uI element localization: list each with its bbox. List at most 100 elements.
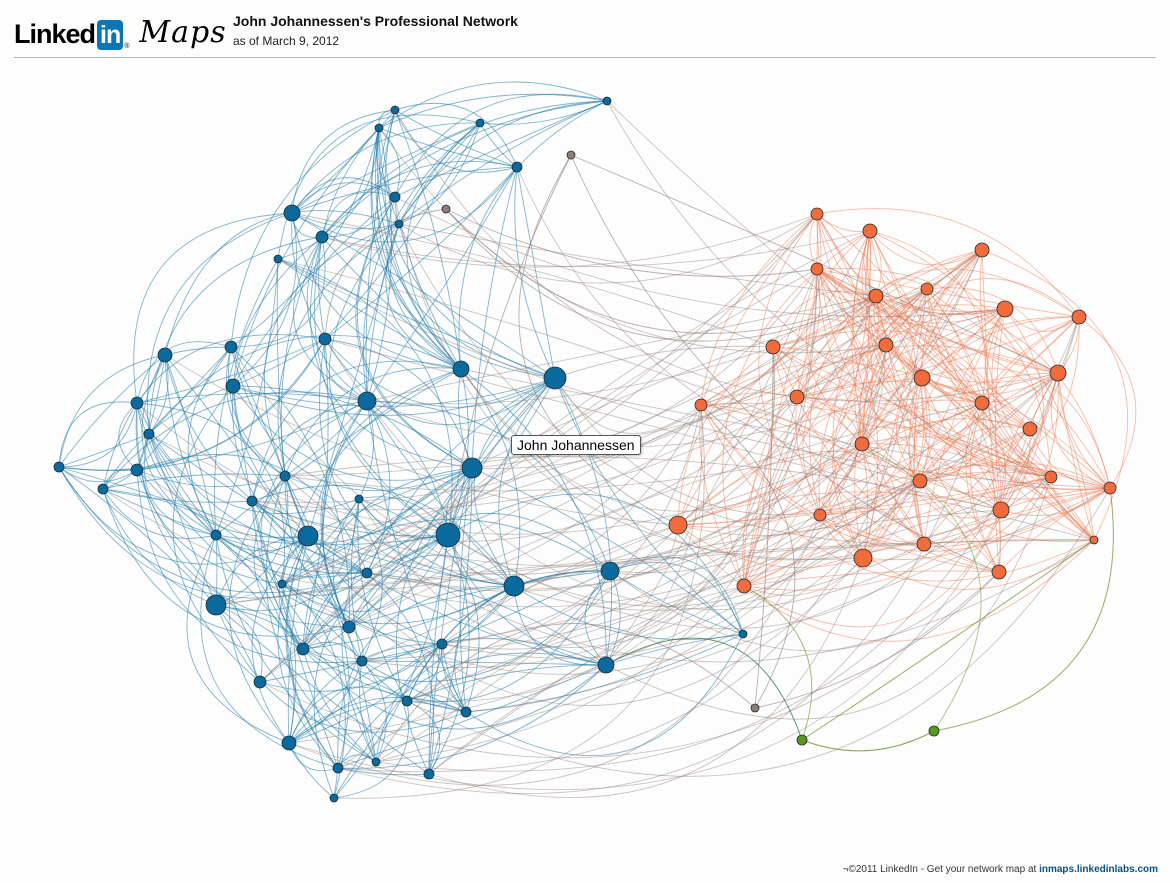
network-node-blue[interactable] [53,461,65,473]
network-node-blue[interactable] [130,463,144,477]
network-node-blue[interactable] [511,161,523,173]
network-node-gray[interactable] [441,204,451,214]
network-map[interactable] [0,60,1170,860]
network-edge [148,346,232,435]
network-node-blue[interactable] [318,332,332,346]
network-node-blue[interactable] [357,391,377,411]
network-edge [136,469,921,608]
network-node-orange[interactable] [1089,535,1099,545]
network-node-blue[interactable] [435,522,461,548]
network-node-orange[interactable] [810,207,824,221]
network-node-orange[interactable] [991,564,1007,580]
network-edge [447,480,921,607]
network-node-blue[interactable] [277,579,287,589]
network-edge [215,534,309,552]
network-node-orange[interactable] [854,436,870,452]
network-node-blue[interactable] [157,347,173,363]
linkedin-maps-logo[interactable]: Linked in ® Maps [14,14,227,50]
network-node-blue[interactable] [297,525,319,547]
network-node-orange[interactable] [878,337,894,353]
network-node-blue[interactable] [597,656,615,674]
network-node-blue[interactable] [600,561,620,581]
network-node-blue[interactable] [342,620,356,634]
network-node-blue[interactable] [602,96,612,106]
network-edge [321,191,396,238]
footer-link[interactable]: inmaps.linkedinlabs.com [1039,864,1158,875]
network-node-orange[interactable] [916,536,932,552]
network-node-blue[interactable] [332,762,344,774]
network-node-orange[interactable] [668,515,688,535]
network-edge [394,109,462,370]
network-node-blue[interactable] [296,642,310,656]
network-node-blue[interactable] [225,378,241,394]
network-node-blue[interactable] [371,757,381,767]
network-node-blue[interactable] [281,735,297,751]
network-node-blue[interactable] [210,529,222,541]
network-node-orange[interactable] [765,339,781,355]
network-edge [796,295,879,398]
network-node-blue[interactable] [253,675,267,689]
network-edge [398,223,877,297]
network-node-blue[interactable] [461,457,483,479]
network-node-orange[interactable] [813,508,827,522]
network-node-orange[interactable] [736,578,752,594]
network-node-orange[interactable] [996,300,1014,318]
network-node-blue[interactable] [460,706,472,718]
network-node-orange[interactable] [974,242,990,258]
network-node-blue[interactable] [356,655,368,667]
network-node-blue[interactable] [279,470,291,482]
network-node-blue[interactable] [224,340,238,354]
network-node-blue[interactable] [543,366,567,390]
network-node-blue[interactable] [452,360,470,378]
network-node-blue[interactable] [503,575,525,597]
network-node-orange[interactable] [853,548,873,568]
network-node-blue[interactable] [389,191,401,203]
network-node-gray[interactable] [750,703,760,713]
network-node-orange[interactable] [1044,470,1058,484]
network-edge [288,372,1059,744]
network-node-blue[interactable] [246,495,258,507]
network-node-orange[interactable] [694,398,708,412]
network-node-blue[interactable] [423,768,435,780]
network-node-orange[interactable] [1022,421,1038,437]
network-node-green[interactable] [928,725,940,737]
network-node-blue[interactable] [475,118,485,128]
network-node-blue[interactable] [394,219,404,229]
network-node-blue[interactable] [436,638,448,650]
network-node-blue[interactable] [361,567,373,579]
network-node-blue[interactable] [354,494,364,504]
network-edge [164,354,217,536]
network-node-orange[interactable] [913,369,931,387]
network-node-orange[interactable] [810,262,824,276]
network-edge [677,402,983,536]
network-node-orange[interactable] [868,288,884,304]
network-node-gray[interactable] [566,150,576,160]
network-node-blue[interactable] [738,629,748,639]
network-node-blue[interactable] [130,396,144,410]
network-node-orange[interactable] [1071,309,1087,325]
network-node-orange[interactable] [920,282,934,296]
network-node-blue[interactable] [283,204,301,222]
network-node-orange[interactable] [862,223,878,239]
network-node-green[interactable] [796,734,808,746]
network-node-blue[interactable] [205,594,227,616]
network-node-orange[interactable] [1103,481,1117,495]
network-node-blue[interactable] [97,483,109,495]
network-node-blue[interactable] [315,230,329,244]
network-edge [321,400,368,628]
network-node-orange[interactable] [1049,364,1067,382]
network-node-blue[interactable] [390,105,400,115]
network-node-blue[interactable] [329,793,339,803]
network-node-orange[interactable] [974,395,990,411]
network-edge [215,604,430,775]
network-node-orange[interactable] [992,501,1010,519]
network-node-blue[interactable] [374,123,384,133]
network-node-orange[interactable] [789,389,805,405]
network-edge [348,554,515,628]
network-edge [605,346,776,666]
network-edge [806,230,871,445]
network-node-blue[interactable] [273,254,283,264]
network-node-orange[interactable] [912,473,928,489]
network-node-blue[interactable] [143,428,155,440]
network-node-blue[interactable] [401,695,413,707]
